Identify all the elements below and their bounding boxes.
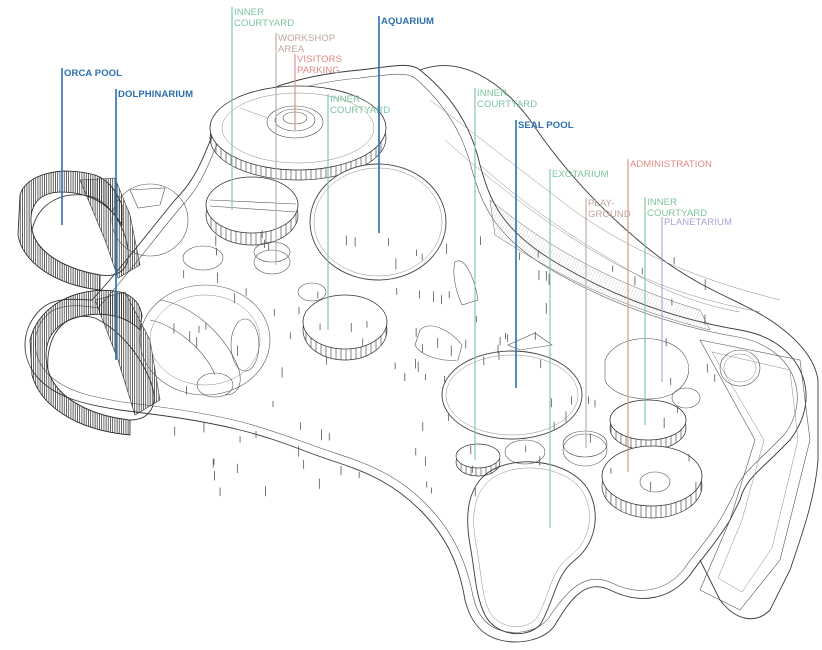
right-wing-pool — [719, 349, 761, 387]
exotarium-structure — [467, 461, 596, 635]
label-text: AQUARIUM — [381, 16, 434, 27]
label-text: ADMINISTRATION — [630, 159, 712, 170]
label-text: AREA — [278, 44, 305, 55]
label-text: DOLPHINARIUM — [118, 89, 193, 100]
aquarium-structure — [309, 163, 447, 281]
triangle-pavilions — [414, 260, 553, 361]
seal-pool-structure — [441, 350, 583, 440]
playground-structure — [455, 430, 608, 477]
label-text: ORCA POOL — [64, 68, 122, 79]
label-text: GROUND — [588, 209, 631, 220]
label-text: PARKING — [297, 65, 340, 76]
inner-courtyard-1-structure — [205, 176, 299, 246]
label-playground: PLAY-GROUND — [585, 198, 631, 448]
label-layer: ORCA POOLDOLPHINARIUMINNERCOURTYARDWORKS… — [61, 7, 732, 528]
label-text: INNER — [647, 197, 677, 208]
label-text: SEAL POOL — [518, 120, 574, 131]
label-text: COURTYARD — [647, 208, 707, 219]
orca-pool-structure — [17, 170, 189, 291]
inner-courtyard-4-structure — [609, 399, 687, 451]
planetarium-structure — [604, 338, 701, 409]
label-planetarium: PLANETARIUM — [661, 217, 732, 382]
label-text: COURTYARD — [330, 105, 390, 116]
small-pools — [182, 241, 327, 302]
platform-outline — [24, 64, 819, 643]
label-text: COURTYARD — [234, 18, 294, 29]
label-aquarium: AQUARIUM — [378, 16, 434, 233]
dolphinarium-structure — [29, 284, 271, 436]
label-dolphinarium: DOLPHINARIUM — [115, 89, 193, 360]
label-text: INNER — [477, 88, 507, 99]
label-exotarium: EXOTARIUM — [549, 169, 609, 528]
label-administration: ADMINISTRATION — [627, 159, 712, 472]
label-text: VISITORS — [297, 54, 342, 65]
label-text: PLAY- — [588, 198, 614, 209]
label-text: COURTYARD — [477, 99, 537, 110]
label-text: WORKSHOP — [278, 33, 335, 44]
administration-structure — [601, 445, 703, 519]
label-text: EXOTARIUM — [552, 169, 609, 180]
label-text: INNER — [330, 94, 360, 105]
label-seal-pool: SEAL POOL — [515, 120, 574, 388]
label-text: INNER — [234, 7, 264, 18]
label-text: PLANETARIUM — [664, 217, 732, 228]
inner-courtyard-2-structure — [302, 294, 388, 361]
label-orca-pool: ORCA POOL — [61, 68, 122, 225]
site-post-markers — [173, 230, 716, 497]
